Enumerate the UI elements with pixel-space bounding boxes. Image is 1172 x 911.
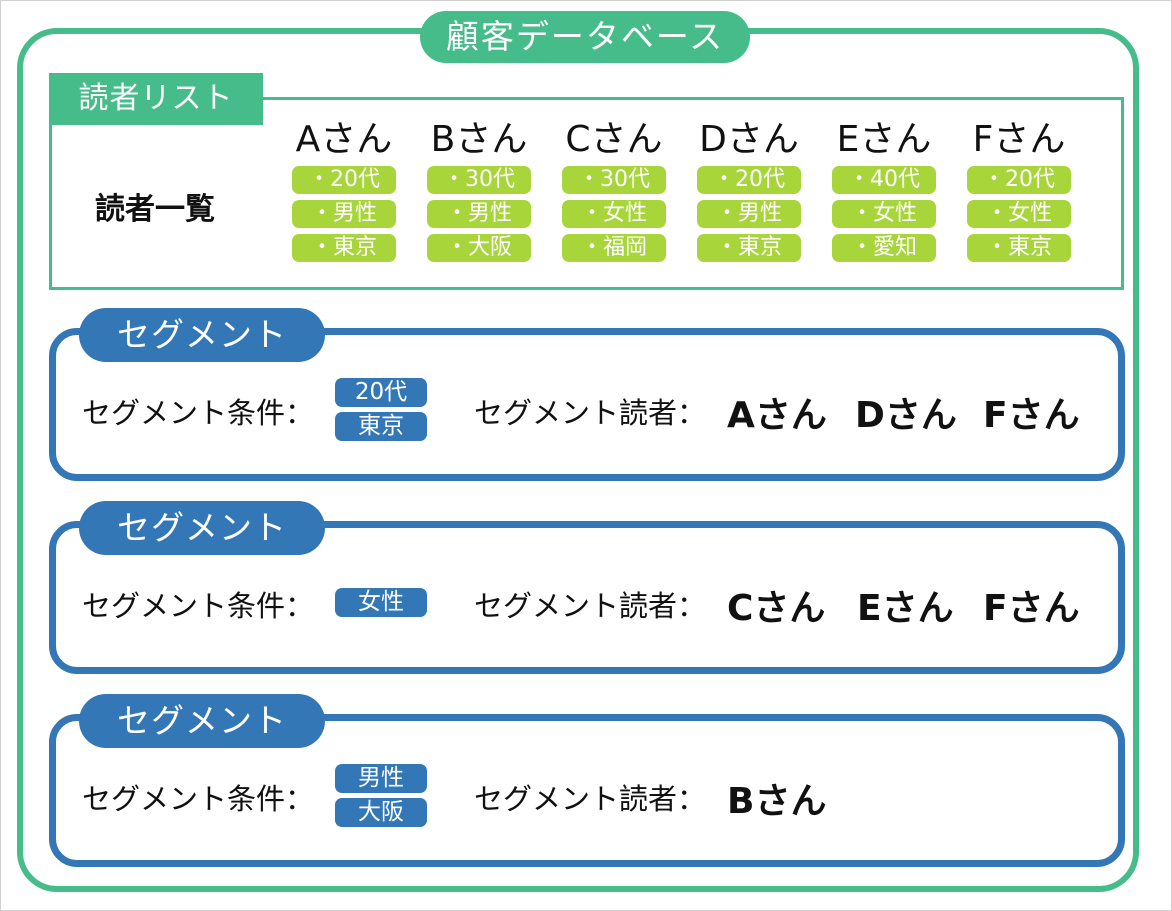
reader-region-tag: ・大阪	[427, 234, 531, 262]
segment-reader-label: セグメント読者：	[474, 396, 707, 430]
reader-region-tag: ・愛知	[832, 234, 936, 262]
segment-tab-3: セグメント	[79, 694, 325, 748]
segment-reader-name: Bさん	[727, 781, 827, 822]
segment-condition-tag: 男性	[335, 764, 427, 793]
customer-database-title: 顧客データベース	[420, 11, 750, 63]
reader-region-tag: ・東京	[292, 234, 396, 262]
reader-card-f: Fさん ・20代 ・女性 ・東京	[967, 116, 1071, 268]
reader-card-d: Dさん ・20代 ・男性 ・東京	[697, 116, 801, 268]
reader-gender-tag: ・男性	[697, 200, 801, 228]
segment-condition-tag: 20代	[335, 378, 427, 407]
segment-box-3	[49, 714, 1125, 867]
reader-list-tab: 読者リスト	[49, 73, 263, 125]
reader-gender-tag: ・女性	[832, 200, 936, 228]
segment-reader-label: セグメント読者：	[474, 589, 707, 623]
reader-name: Aさん	[295, 119, 393, 160]
segment-tab-2: セグメント	[79, 501, 325, 555]
reader-age-tag: ・20代	[292, 166, 396, 194]
reader-age-tag: ・30代	[427, 166, 531, 194]
segment-box-1	[49, 328, 1125, 481]
segment-reader-label: セグメント読者：	[474, 782, 707, 816]
segment-condition-tag: 東京	[335, 412, 427, 441]
reader-region-tag: ・東京	[697, 234, 801, 262]
reader-gender-tag: ・男性	[427, 200, 531, 228]
reader-list-box	[49, 97, 1124, 290]
segment-reader-name: Dさん	[855, 395, 957, 436]
reader-gender-tag: ・女性	[967, 200, 1071, 228]
segment-reader-name: Eさん	[857, 588, 954, 629]
reader-name: Fさん	[972, 119, 1066, 160]
reader-gender-tag: ・男性	[292, 200, 396, 228]
segment-condition-tag: 大阪	[335, 798, 427, 827]
reader-card-b: Bさん ・30代 ・男性 ・大阪	[427, 116, 531, 268]
segment-reader-name: Aさん	[727, 395, 827, 436]
reader-region-tag: ・福岡	[562, 234, 666, 262]
reader-region-tag: ・東京	[967, 234, 1071, 262]
reader-name: Eさん	[836, 119, 932, 160]
reader-name: Bさん	[430, 119, 528, 160]
reader-name: Cさん	[565, 119, 663, 160]
reader-card-c: Cさん ・30代 ・女性 ・福岡	[562, 116, 666, 268]
segment-condition-label: セグメント条件：	[82, 782, 315, 816]
reader-age-tag: ・30代	[562, 166, 666, 194]
reader-age-tag: ・40代	[832, 166, 936, 194]
reader-gender-tag: ・女性	[562, 200, 666, 228]
segment-reader-name: Cさん	[727, 588, 826, 629]
reader-card-a: Aさん ・20代 ・男性 ・東京	[292, 116, 396, 268]
segment-reader-name: Fさん	[983, 588, 1080, 629]
reader-age-tag: ・20代	[967, 166, 1071, 194]
reader-age-tag: ・20代	[697, 166, 801, 194]
segment-condition-label: セグメント条件：	[82, 589, 315, 623]
segment-reader-name: Fさん	[983, 395, 1080, 436]
reader-name: Dさん	[699, 119, 799, 160]
segment-tab-1: セグメント	[79, 308, 325, 362]
segment-condition-tag: 女性	[335, 588, 427, 617]
segment-condition-label: セグメント条件：	[82, 396, 315, 430]
reader-overview-label: 読者一覧	[95, 192, 215, 227]
segment-box-2	[49, 521, 1125, 674]
reader-card-e: Eさん ・40代 ・女性 ・愛知	[832, 116, 936, 268]
